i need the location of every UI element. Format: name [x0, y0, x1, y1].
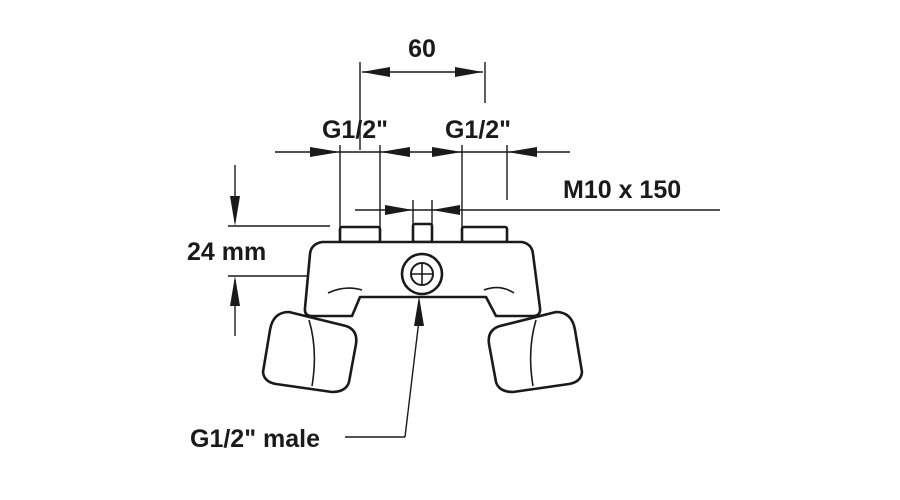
- dimension-mount-thread: M10 x 150: [355, 176, 720, 228]
- left-handle-facet: [308, 319, 316, 387]
- right-inlet-stud: [460, 225, 509, 244]
- housing-contour: [483, 286, 515, 294]
- arrow-head: [230, 196, 240, 226]
- height-label: 24 mm: [187, 238, 266, 266]
- right-handle: [487, 310, 584, 394]
- right-handle-facet: [529, 319, 537, 387]
- outlet-label: G1/2" male: [190, 425, 320, 453]
- arrow-head: [380, 147, 410, 157]
- arrow-head: [362, 67, 390, 77]
- leader-line-outlet: [404, 319, 420, 438]
- right-inlet-label: G1/2": [445, 116, 511, 144]
- arrow-head: [432, 147, 462, 157]
- left-handle: [261, 310, 358, 394]
- mixer-body: [261, 222, 584, 394]
- arrow-head: [310, 147, 340, 157]
- housing-contour: [327, 287, 363, 294]
- outlet-callout: G1/2" male: [190, 296, 424, 453]
- arrow-head: [507, 147, 537, 157]
- dimension-inlets: G1/2" G1/2": [275, 116, 570, 228]
- left-inlet-label: G1/2": [322, 116, 388, 144]
- mount-thread-label: M10 x 150: [563, 176, 681, 204]
- dimension-60: 60: [359, 35, 486, 150]
- left-inlet-stud: [338, 225, 382, 244]
- mount-stud: [411, 222, 434, 244]
- arrow-head: [385, 205, 413, 215]
- arrow-head: [432, 205, 460, 215]
- arrow-head: [414, 296, 424, 326]
- dimension-24mm: 24 mm: [187, 165, 385, 336]
- arrow-head: [455, 67, 483, 77]
- dimension-60-label: 60: [408, 35, 436, 63]
